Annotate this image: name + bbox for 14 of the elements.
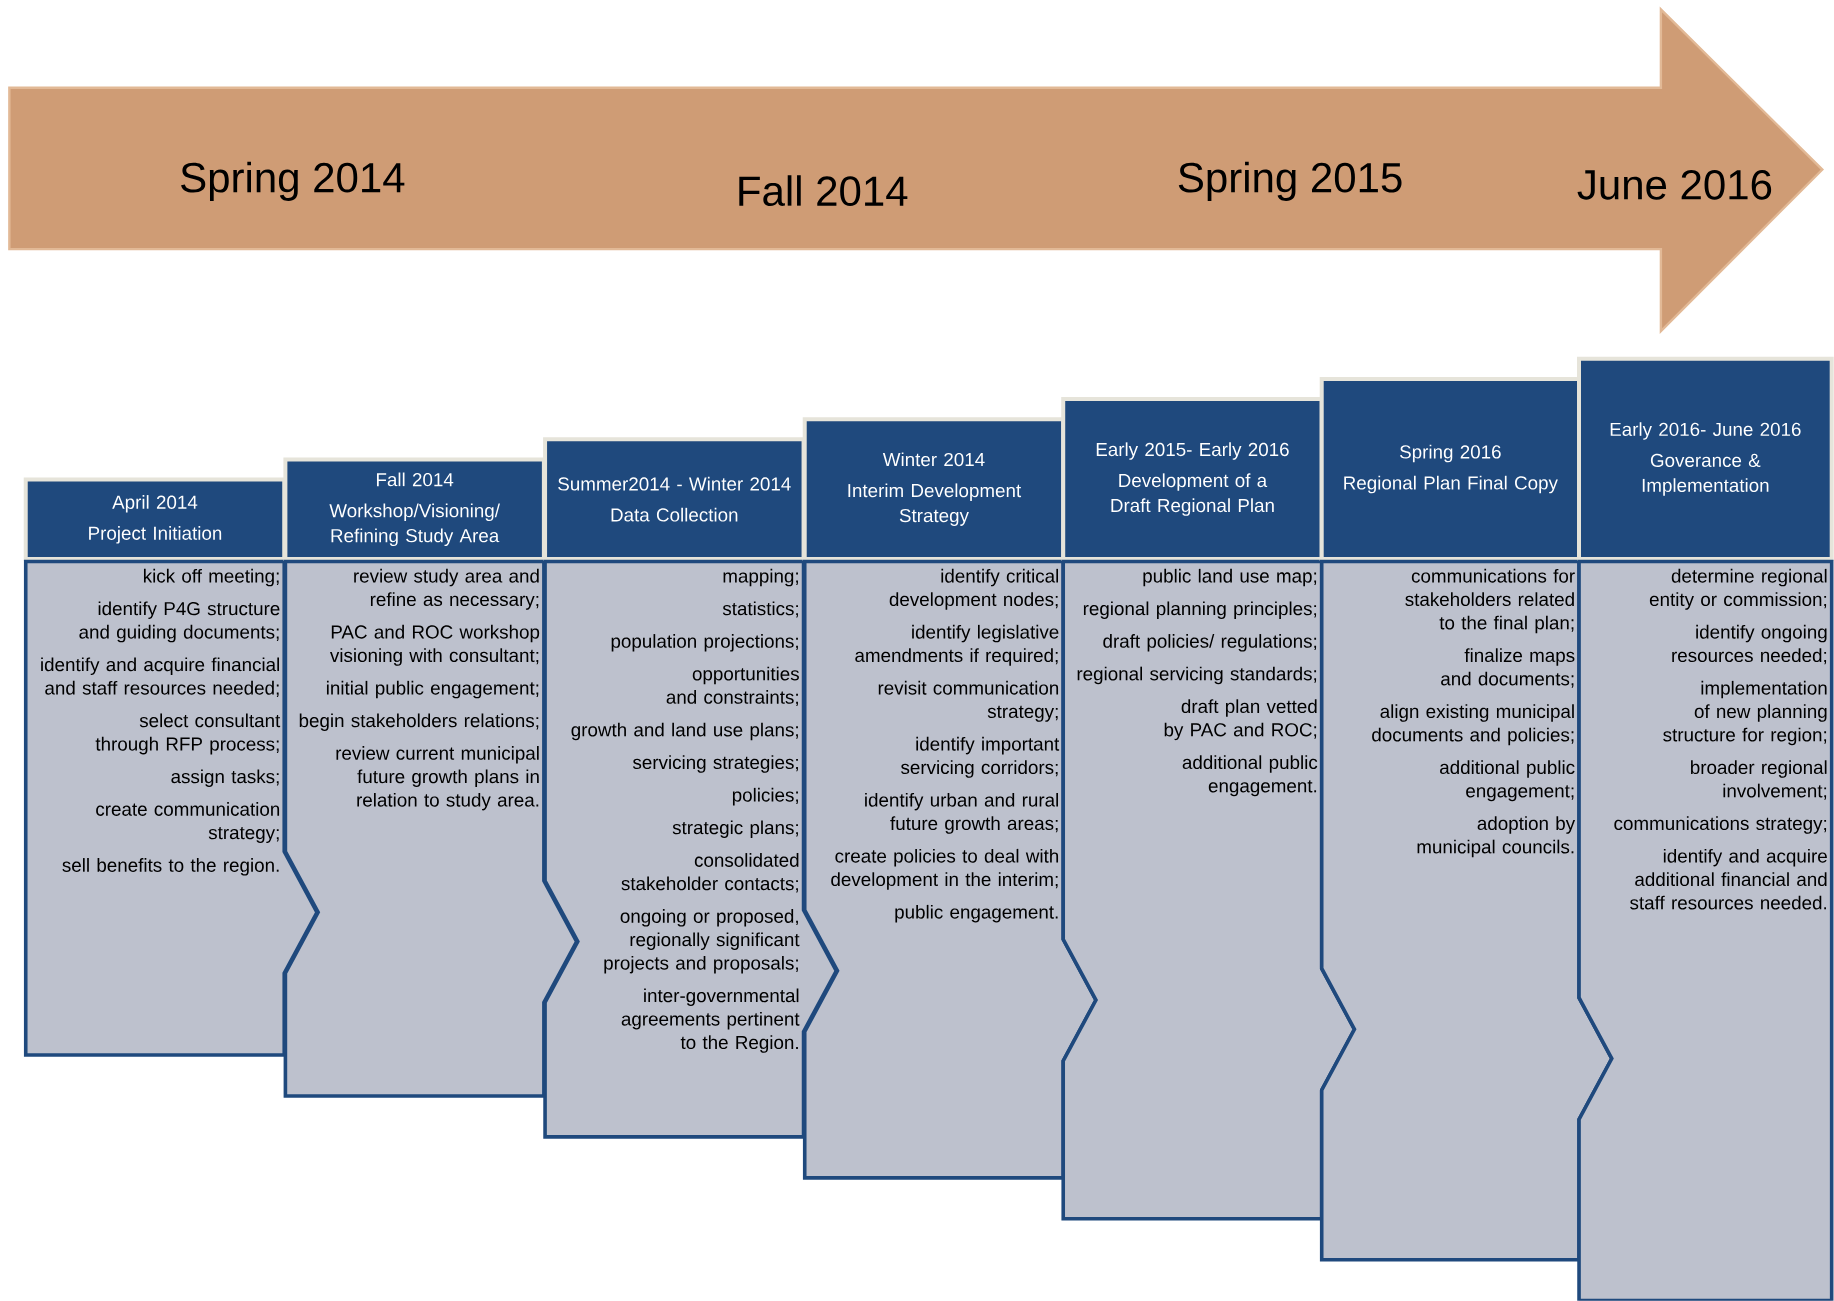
phase-panel: communications for stakeholders related to the final plan; finalize maps and documents; align existing municipal documents and policies; additional public engagement; adoption by municipal councils. <box>1319 559 1614 1262</box>
node-label: finalize maps and documents; <box>1441 648 1575 688</box>
node-label: adoption by municipal councils. <box>1417 816 1576 858</box>
phase-header: April 2014 Project Initiation <box>23 477 287 562</box>
phase-header: Summer2014 - Winter 2014 Data Collection <box>543 437 806 562</box>
node-label: align existing municipal documents and policies; <box>1372 704 1574 746</box>
node-label: communications for stakeholders related to the final plan; <box>1405 569 1575 634</box>
phase-header: Early 2015- Early 2016 Development of a Draft Regional Plan <box>1061 397 1324 562</box>
node-label: additional public engagement; <box>1440 760 1575 802</box>
phase-header: Early 2016- June 2016 Goverance & Implementation <box>1577 357 1834 562</box>
phase-header: Spring 2016 Regional Plan Final Copy <box>1319 377 1582 562</box>
phase-header: Winter 2014 Interim Development Strategy <box>802 417 1066 562</box>
phase-panel: determine regional entity or commission; identify ongoing resources needed; implementation of new planning structure for region; broader regional involvement; communications strategy; identify and acquire additional financial and staff resources needed. <box>1577 559 1834 1301</box>
phase-header: Fall 2014 Workshop/Visioning/ Refining Study Area <box>283 457 546 562</box>
